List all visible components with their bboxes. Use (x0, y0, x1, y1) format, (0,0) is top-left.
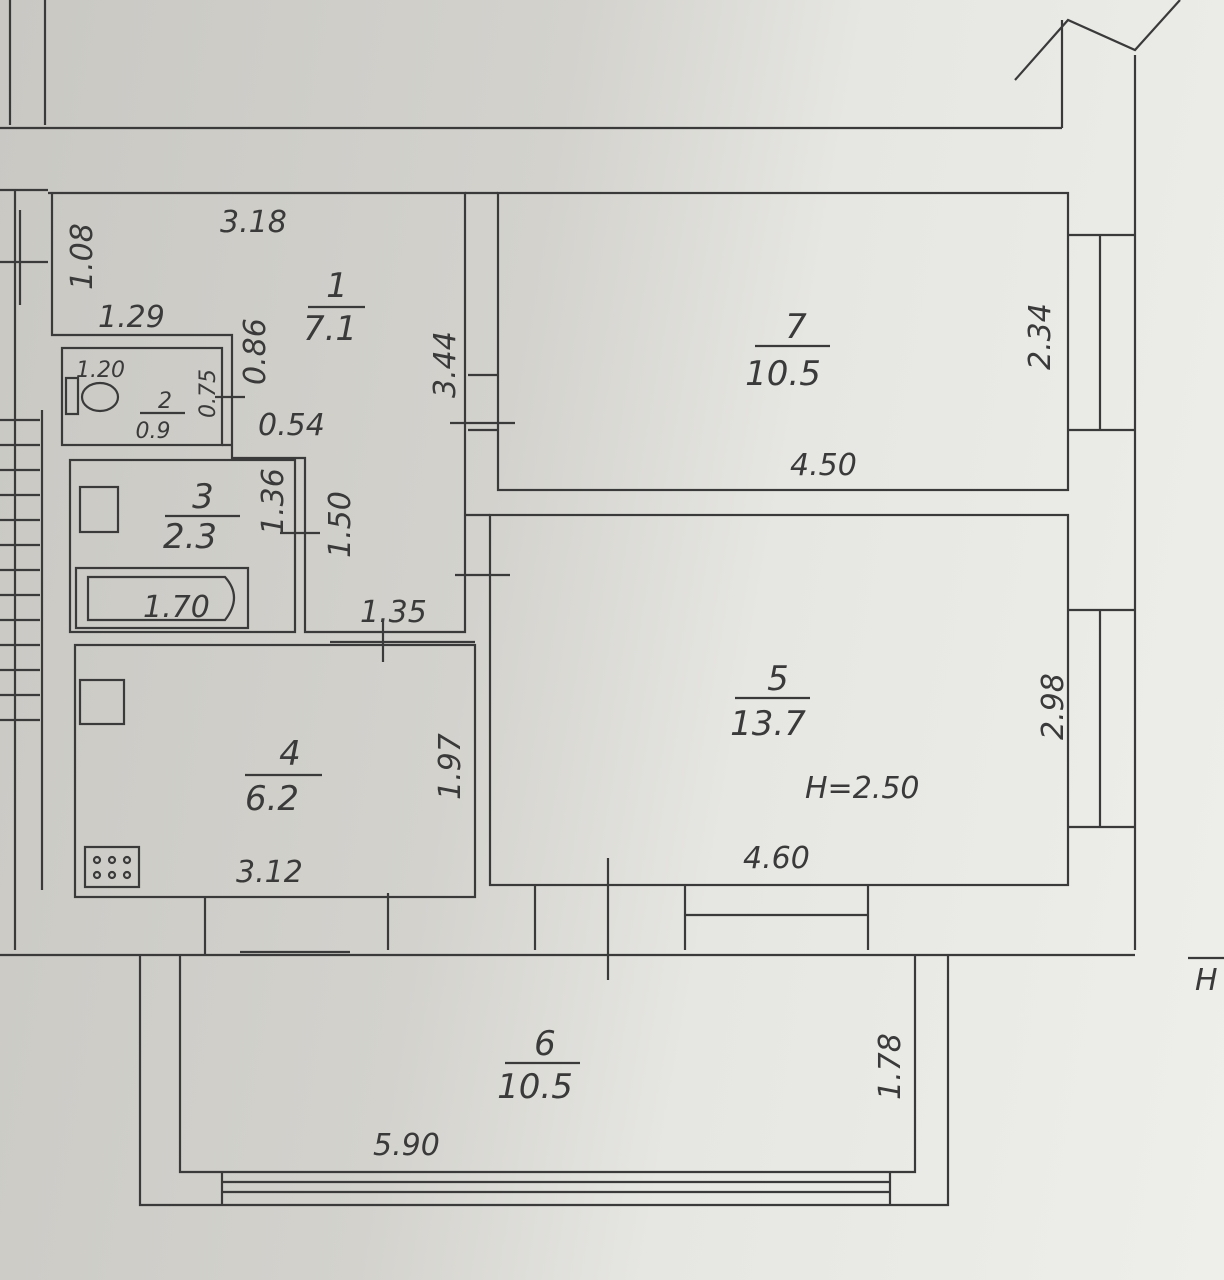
room-7-outline (496, 191, 1070, 492)
svg-text:10.5: 10.5 (497, 1067, 573, 1107)
svg-text:2.98: 2.98 (1036, 673, 1071, 740)
sink-icon (78, 678, 126, 726)
svg-text:1.70: 1.70 (143, 590, 210, 625)
svg-text:0.86: 0.86 (238, 318, 273, 385)
room-4-outline (73, 643, 477, 899)
svg-text:1.97: 1.97 (433, 733, 468, 800)
room-6-outline (138, 955, 950, 1207)
room-label-5: 5 13.7 (730, 659, 810, 744)
room-5-outline (488, 513, 1070, 887)
room-label-7: 7 10.5 (745, 307, 830, 394)
room-label-3: 3 2.3 (163, 477, 240, 557)
svg-text:6: 6 (534, 1024, 556, 1064)
ceiling-height-label: H=2.50 (805, 771, 920, 806)
room-label-2: 2 0.9 (136, 389, 185, 444)
svg-text:1.78: 1.78 (873, 1033, 908, 1100)
bathtub-icon (86, 575, 236, 622)
svg-text:3.12: 3.12 (236, 855, 303, 890)
dimension-labels: 3.18 1.08 1.29 0.86 1.20 0.75 0.54 3.44 … (65, 205, 1071, 1163)
svg-text:5: 5 (767, 659, 789, 699)
svg-text:3.18: 3.18 (220, 205, 287, 240)
svg-text:1.35: 1.35 (360, 595, 427, 630)
svg-text:1.50: 1.50 (323, 491, 358, 558)
svg-text:0.75: 0.75 (196, 369, 221, 418)
svg-text:4.50: 4.50 (790, 448, 857, 483)
svg-text:6.2: 6.2 (245, 779, 299, 819)
svg-text:1.20: 1.20 (76, 358, 125, 383)
svg-text:2.3: 2.3 (163, 517, 217, 557)
svg-text:10.5: 10.5 (745, 354, 821, 394)
svg-text:H: H (1195, 963, 1218, 998)
svg-text:4.60: 4.60 (743, 841, 810, 876)
svg-text:0.9: 0.9 (136, 419, 171, 444)
edge-fragment: H (1188, 956, 1224, 998)
stove-icon (83, 845, 141, 889)
room-label-4: 4 6.2 (245, 734, 322, 819)
svg-text:1: 1 (326, 266, 348, 306)
svg-text:3.44: 3.44 (428, 331, 463, 398)
sink-icon (78, 485, 120, 534)
svg-text:3: 3 (192, 477, 214, 517)
svg-text:2.34: 2.34 (1023, 303, 1058, 370)
svg-text:4: 4 (279, 734, 301, 774)
svg-text:7: 7 (785, 307, 807, 347)
svg-text:7.1: 7.1 (303, 309, 357, 349)
svg-text:13.7: 13.7 (730, 704, 806, 744)
room-label-6: 6 10.5 (497, 1024, 580, 1107)
room-1-outline (48, 191, 467, 634)
svg-text:1.08: 1.08 (65, 223, 100, 290)
outer-walls (0, 0, 1181, 957)
svg-text:2: 2 (158, 389, 172, 414)
svg-text:0.54: 0.54 (258, 408, 325, 443)
toilet-icon (64, 376, 80, 416)
room-3-outline (68, 458, 297, 634)
svg-text:1.36: 1.36 (256, 468, 291, 535)
room-label-1: 1 7.1 (303, 266, 365, 349)
svg-text:1.29: 1.29 (98, 300, 165, 335)
svg-text:5.90: 5.90 (373, 1128, 440, 1163)
